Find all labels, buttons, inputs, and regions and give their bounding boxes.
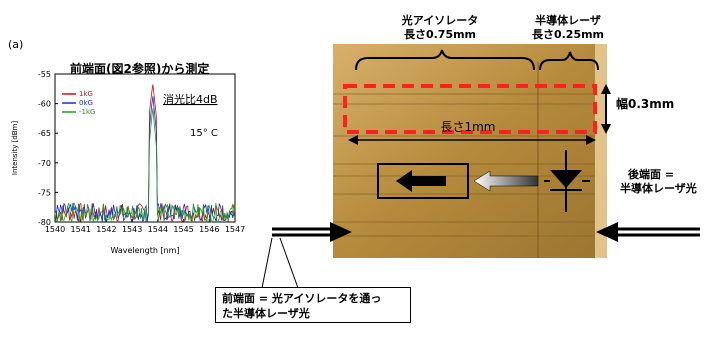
legend-label-1kG: 1kG: [79, 90, 93, 98]
waveguide-dashed-box: [343, 84, 597, 134]
front-facet-note: 前端面 = 光アイソレータを通っ た半導体レーザ光: [215, 287, 411, 323]
note-line1: 前端面 = 光アイソレータを通っ: [222, 292, 382, 305]
series-group: [54, 84, 236, 224]
panel-label: (a): [8, 38, 24, 51]
x-tick-label: 1547: [225, 225, 245, 234]
legend: 1kG 0kG -1kG: [62, 90, 95, 116]
laser-label-line1: 半導体レーザ: [535, 13, 601, 27]
waveguide-stripes: [333, 93, 595, 237]
legend-label-0kG: 0kG: [79, 99, 93, 107]
temperature-label: 15° C: [190, 128, 218, 139]
isolation-label: 消光比4dB: [163, 92, 218, 106]
beam-arrow: [473, 170, 539, 192]
y-axis-label: Intensity [dBm]: [11, 121, 19, 175]
chip-edge-right: [595, 44, 607, 258]
isolator-symbol-box: [377, 163, 469, 199]
callout-pointer-right: [279, 237, 299, 289]
rear-output-arrow: [596, 222, 700, 242]
y-axis: -55 -60 -65 -70 -75 -80: [38, 70, 58, 227]
callout-pointer-left: [261, 237, 273, 289]
width-label: 幅0.3mm: [616, 96, 674, 111]
y-tick-label: -80: [38, 218, 51, 227]
x-tick-label: 1544: [148, 225, 168, 234]
x-tick-label: 1543: [122, 225, 142, 234]
laser-label-line2: 長さ0.25mm: [532, 28, 604, 41]
series-line--1kG: [54, 108, 236, 224]
isolator-label-line1: 光アイソレータ: [401, 13, 478, 27]
rear-facet-label-line2: 半導体レーザ光: [620, 181, 697, 195]
laser-brace: [539, 51, 599, 71]
isolator-brace: [355, 49, 535, 71]
y-tick-label: -55: [38, 70, 51, 79]
laser-diode-icon: [544, 150, 590, 212]
x-tick-label: 1546: [199, 225, 219, 234]
y-tick-label: -70: [38, 159, 51, 168]
width-arrow: [601, 84, 611, 134]
chip-photo: [333, 44, 607, 258]
y-tick-label: -65: [38, 129, 51, 138]
length-label: 長さ1mm: [440, 120, 495, 134]
x-tick-label: 1540: [45, 225, 65, 234]
x-tick-label: 1542: [96, 225, 116, 234]
isolator-direction-arrow: [396, 170, 446, 192]
y-tick-label: -60: [38, 100, 51, 109]
front-output-arrow: [272, 222, 352, 242]
x-tick-label: 1541: [71, 225, 91, 234]
length-arrow: [348, 135, 596, 145]
isolator-label-line2: 長さ0.75mm: [404, 28, 476, 41]
x-axis: 1540 1541 1542 1543 1544 1545 1546 1547: [45, 219, 245, 234]
note-line2: た半導体レーザ光: [222, 307, 310, 320]
legend-label-minus1kG: -1kG: [79, 108, 95, 116]
plot-frame: [54, 73, 236, 223]
x-axis-label: Wavelength [nm]: [110, 246, 179, 255]
x-tick-label: 1545: [173, 225, 193, 234]
y-tick-label: -75: [38, 188, 51, 197]
chart-title: 前端面(図2参照)から測定: [70, 62, 210, 76]
rear-facet-label-line1: 後端面 =: [628, 167, 674, 181]
